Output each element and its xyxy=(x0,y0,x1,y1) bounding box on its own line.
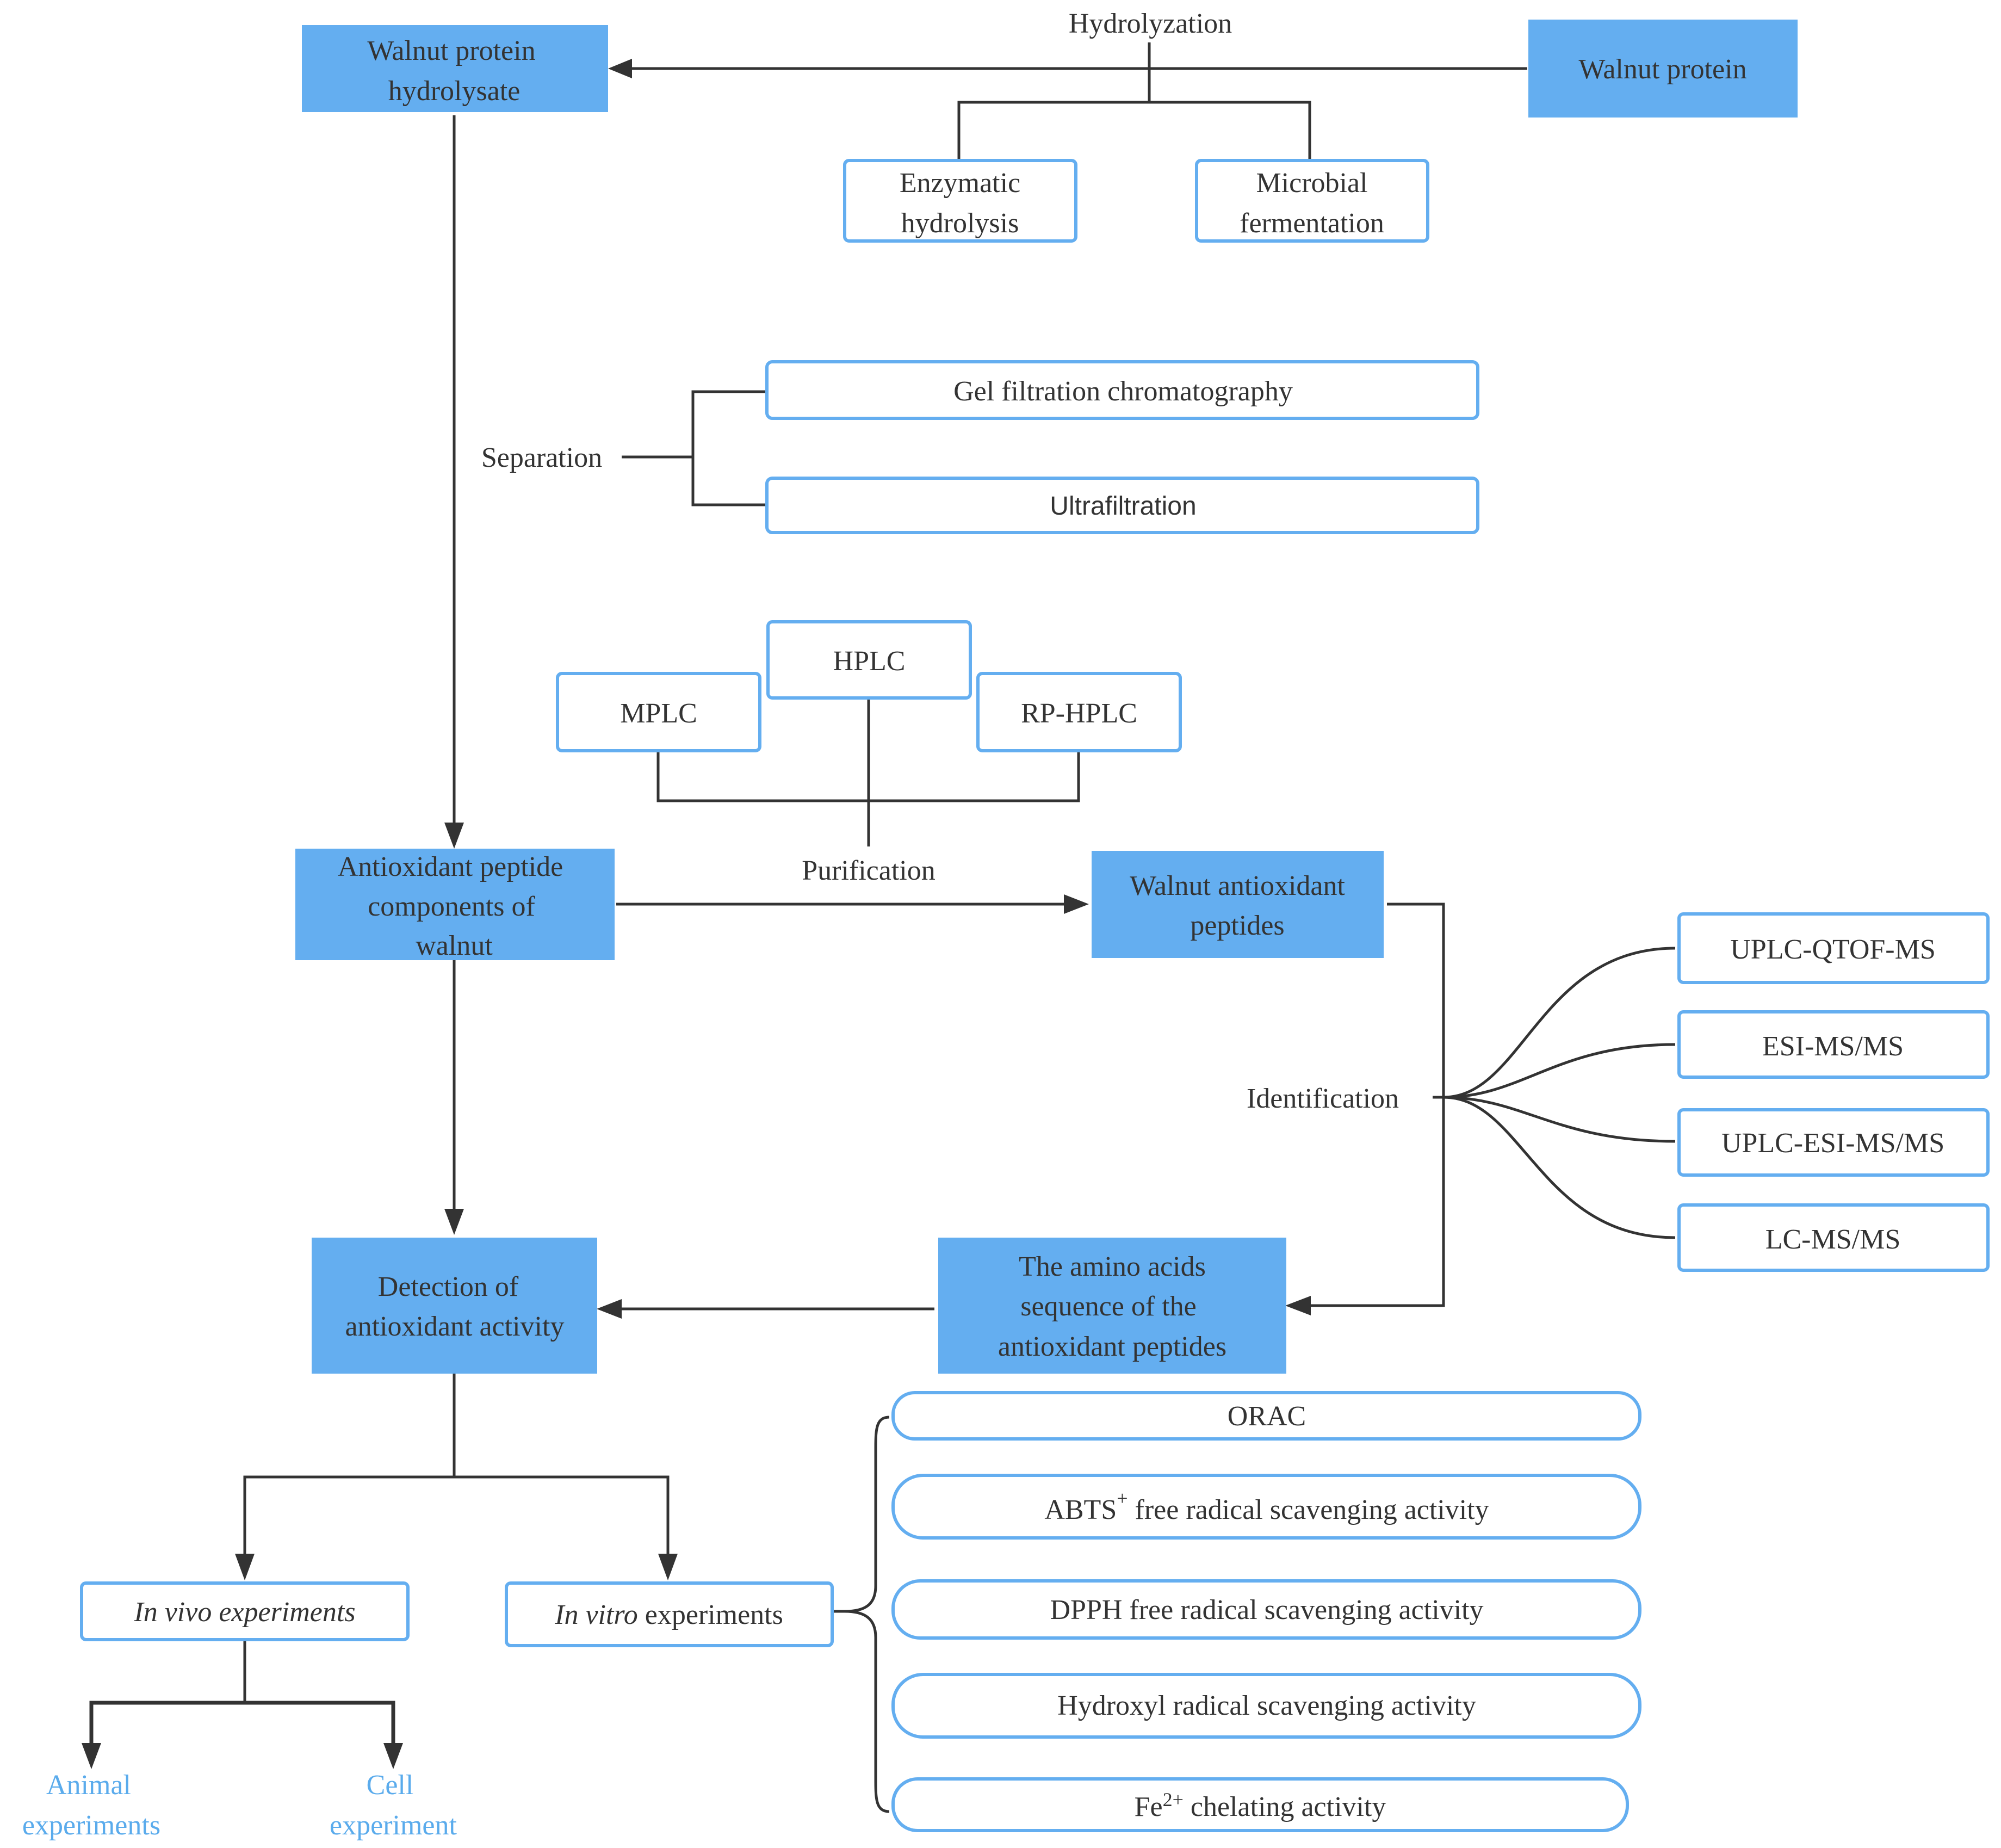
components-text-1: Antioxidant peptide xyxy=(338,851,563,882)
box-components xyxy=(295,849,615,960)
edge-identification-curve-3 xyxy=(1443,1096,1676,1143)
fe-rest: chelating activity xyxy=(1184,1791,1386,1822)
box-gel-filtration xyxy=(765,360,1479,420)
arrowhead-sequence xyxy=(1285,1296,1311,1315)
components-text-3: walnut xyxy=(416,930,493,961)
microbial-text-1: Microbial xyxy=(1256,168,1367,199)
arrowhead-animal xyxy=(82,1743,101,1769)
arrowhead-components xyxy=(444,823,464,849)
box-walnut-peptides xyxy=(1092,851,1384,958)
box-mplc xyxy=(556,672,761,752)
box-fe xyxy=(891,1777,1629,1832)
edge-in-vivo-branches xyxy=(89,1701,395,1746)
lc-ms-text: LC-MS/MS xyxy=(1765,1224,1901,1255)
animal-text-1: Animal xyxy=(46,1770,131,1801)
abts-text: ABTS+ free radical scavenging activity xyxy=(1044,1487,1489,1525)
box-dpph xyxy=(891,1579,1641,1640)
box-rp-hplc xyxy=(976,672,1182,752)
arrowhead-in-vitro xyxy=(658,1554,678,1580)
animal-text-2: experiments xyxy=(22,1810,160,1841)
uplc-qtof-text: UPLC-QTOF-MS xyxy=(1730,934,1936,965)
hydrolysate-text-1: Walnut protein xyxy=(367,35,535,66)
walnut-peptides-text-2: peptides xyxy=(1190,910,1284,941)
hydroxyl-text: Hydroxyl radical scavenging activity xyxy=(1057,1690,1476,1721)
cell-text-2: experiment xyxy=(330,1810,457,1841)
abts-rest: free radical scavenging activity xyxy=(1128,1494,1489,1525)
labels: Hydrolyzation Separation Purification Id… xyxy=(22,8,1944,1841)
in-vitro-brace xyxy=(844,1416,890,1813)
box-sequence xyxy=(938,1238,1286,1374)
edge-detection-branches xyxy=(243,1475,670,1556)
fe-text: Fe2+ chelating activity xyxy=(1135,1789,1386,1822)
enzymatic-text-2: hydrolysis xyxy=(901,208,1019,239)
arrowhead-cell xyxy=(383,1743,403,1769)
label-separation: Separation xyxy=(481,442,602,473)
arrowhead-hydrolysate xyxy=(608,59,632,78)
mplc-text: MPLC xyxy=(620,698,697,729)
walnut-peptides-text-1: Walnut antioxidant xyxy=(1130,870,1345,901)
edge-identification-curve-2 xyxy=(1443,1043,1676,1099)
box-microbial xyxy=(1195,159,1429,243)
box-abts xyxy=(891,1474,1641,1540)
arrowhead-detection xyxy=(444,1209,464,1235)
arrowhead-peptides xyxy=(1064,894,1089,914)
components-text-2: components of xyxy=(368,891,535,922)
hydrolysate-text-2: hydrolysate xyxy=(388,76,521,107)
detection-text-2: antioxidant activity xyxy=(345,1311,565,1342)
box-hplc xyxy=(766,620,972,700)
edge-separation-bracket xyxy=(691,390,767,506)
box-walnut-protein xyxy=(1528,20,1798,118)
edge-identification-curve-4 xyxy=(1443,1096,1676,1239)
abts-sup: + xyxy=(1117,1487,1128,1509)
box-uplc-qtof xyxy=(1677,912,1990,984)
box-hydroxyl xyxy=(891,1673,1641,1739)
sequence-text-1: The amino acids xyxy=(1019,1251,1206,1282)
box-enzymatic xyxy=(843,159,1077,243)
box-orac xyxy=(891,1391,1641,1441)
arrowhead-in-vivo xyxy=(235,1554,255,1580)
box-detection xyxy=(312,1238,597,1374)
outline-boxes xyxy=(80,159,1990,1832)
orac-text: ORAC xyxy=(1228,1401,1306,1432)
gel-filtration-text: Gel filtration chromatography xyxy=(953,376,1293,407)
label-purification: Purification xyxy=(802,855,936,886)
fe-sup: 2+ xyxy=(1163,1789,1184,1810)
dpph-text: DPPH free radical scavenging activity xyxy=(1050,1594,1483,1626)
fe-main: Fe xyxy=(1135,1791,1163,1822)
in-vitro-text: In vitro experiments xyxy=(554,1599,783,1630)
label-identification: Identification xyxy=(1247,1083,1399,1114)
microbial-text-2: fermentation xyxy=(1240,208,1384,239)
abts-main: ABTS xyxy=(1044,1494,1117,1525)
rp-hplc-text: RP-HPLC xyxy=(1021,698,1137,729)
connectors xyxy=(82,42,1676,1813)
filled-boxes xyxy=(295,20,1798,1374)
edge-hydrolyzation-bracket xyxy=(957,101,1311,160)
box-in-vitro xyxy=(505,1581,834,1647)
enzymatic-text-1: Enzymatic xyxy=(900,168,1020,199)
walnut-protein-text: Walnut protein xyxy=(1578,54,1746,85)
hplc-text: HPLC xyxy=(833,646,906,677)
in-vitro-rest: experiments xyxy=(638,1599,783,1630)
box-in-vivo xyxy=(80,1581,410,1641)
esi-ms-text: ESI-MS/MS xyxy=(1762,1031,1904,1062)
box-hydrolysate xyxy=(302,25,608,112)
edge-peptides-to-sequence xyxy=(1309,903,1445,1307)
label-hydrolyzation: Hydrolyzation xyxy=(1069,8,1232,39)
detection-text-1: Detection of xyxy=(378,1271,519,1302)
edge-identification-curve-1 xyxy=(1443,947,1676,1099)
box-ultrafiltration xyxy=(765,477,1479,534)
arrowhead-detection-left xyxy=(597,1299,622,1319)
in-vitro-italic: In vitro xyxy=(554,1599,638,1630)
sequence-text-3: antioxidant peptides xyxy=(998,1331,1226,1362)
sequence-text-2: sequence of the xyxy=(1020,1291,1196,1322)
cell-text-1: Cell xyxy=(367,1770,414,1801)
box-esi-ms xyxy=(1677,1010,1990,1079)
in-vivo-text: In vivo experiments xyxy=(133,1597,355,1628)
uplc-esi-text: UPLC-ESI-MS/MS xyxy=(1721,1128,1944,1159)
box-uplc-esi xyxy=(1677,1108,1990,1177)
box-lc-ms xyxy=(1677,1203,1990,1272)
ultrafiltration-text: Ultrafiltration xyxy=(1050,492,1196,521)
